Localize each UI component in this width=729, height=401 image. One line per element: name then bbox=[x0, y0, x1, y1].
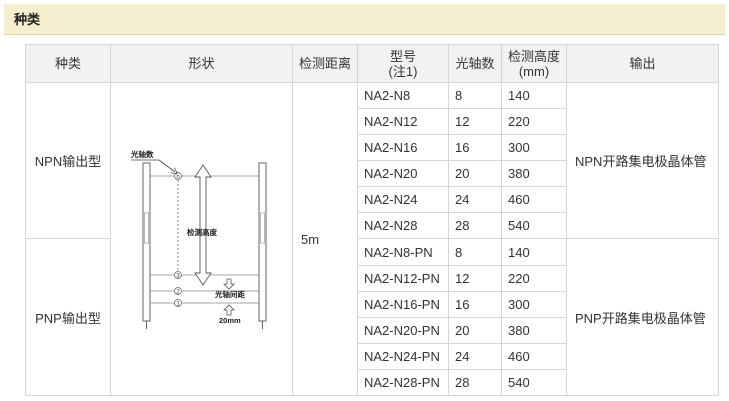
table-row: NA2-N20 20 380 bbox=[26, 160, 719, 187]
axes-cell: 8 bbox=[448, 238, 502, 266]
pitch-arrow-up-icon bbox=[223, 304, 235, 316]
product-type-table: 种类 形状 检测距离 型号(注1) 光轴数 检测高度(mm) 输出 NPN输出型 bbox=[25, 44, 719, 396]
header-kind: 种类 bbox=[25, 44, 111, 83]
header-model-line1: 型号 bbox=[389, 48, 416, 64]
axes-cell: 24 bbox=[448, 343, 502, 370]
axes-cell: 20 bbox=[448, 317, 502, 344]
marker-1-label: 1 bbox=[176, 302, 180, 308]
height-cell: 540 bbox=[501, 212, 567, 239]
model-cell: NA2-N8-PN bbox=[357, 238, 449, 266]
table-row: NA2-N16-PN 16 300 bbox=[26, 291, 719, 318]
kind-pnp: PNP输出型 bbox=[25, 238, 111, 396]
marker-3-label: 3 bbox=[176, 274, 180, 280]
model-cell: NA2-N24 bbox=[357, 186, 449, 213]
label-detection-height: 检测高度 bbox=[187, 227, 217, 237]
shape-diagram-cell: n 3 2 1 光轴数 检测高度 bbox=[110, 82, 293, 396]
header-model-line2: (注1) bbox=[388, 63, 418, 79]
height-cell: 220 bbox=[501, 108, 567, 135]
height-arrow-icon bbox=[194, 164, 212, 286]
table-row: NA2-N24 24 460 bbox=[26, 186, 719, 213]
light-curtain-diagram: n 3 2 1 光轴数 检测高度 bbox=[130, 149, 267, 329]
model-cell: NA2-N12-PN bbox=[357, 265, 449, 292]
right-receiver-bar bbox=[258, 162, 267, 322]
table-row: NA2-N24-PN 24 460 bbox=[26, 343, 719, 370]
output-pnp: PNP开路集电极晶体管 bbox=[566, 238, 719, 396]
left-emitter-bar bbox=[142, 162, 151, 322]
table-row: NA2-N28 28 540 bbox=[26, 212, 719, 239]
axes-cell: 16 bbox=[448, 291, 502, 318]
section-title: 种类 bbox=[4, 4, 725, 35]
model-cell: NA2-N20-PN bbox=[357, 317, 449, 344]
header-height: 检测高度(mm) bbox=[501, 44, 567, 83]
height-cell: 380 bbox=[501, 317, 567, 344]
label-pitch-value: 20mm bbox=[219, 316, 241, 325]
label-axes-count: 光轴数 bbox=[130, 149, 154, 159]
model-cell: NA2-N28-PN bbox=[357, 369, 449, 396]
header-distance: 检测距离 bbox=[292, 44, 358, 83]
height-cell: 220 bbox=[501, 265, 567, 292]
header-height-line2: (mm) bbox=[518, 63, 550, 79]
height-cell: 380 bbox=[501, 160, 567, 187]
axes-cell: 28 bbox=[448, 369, 502, 396]
header-shape: 形状 bbox=[110, 44, 293, 83]
height-cell: 460 bbox=[501, 343, 567, 370]
height-cell: 300 bbox=[501, 134, 567, 161]
header-output: 输出 bbox=[566, 44, 719, 83]
axes-cell: 12 bbox=[448, 108, 502, 135]
header-height-line1: 检测高度 bbox=[507, 48, 560, 64]
distance-value: 5m bbox=[292, 82, 358, 396]
model-cell: NA2-N24-PN bbox=[357, 343, 449, 370]
axes-cell: 24 bbox=[448, 186, 502, 213]
table-row: NPN输出型 bbox=[25, 82, 719, 396]
header-axes: 光轴数 bbox=[448, 44, 502, 83]
kind-npn: NPN输出型 bbox=[25, 82, 111, 239]
model-cell: NA2-N16 bbox=[357, 134, 449, 161]
marker-n-label: n bbox=[176, 175, 179, 181]
axes-cell: 12 bbox=[448, 265, 502, 292]
header-model: 型号(注1) bbox=[357, 44, 449, 83]
table-row: NA2-N12 12 220 bbox=[26, 108, 719, 135]
model-cell: NA2-N8 bbox=[357, 82, 449, 109]
beam-marker-2 bbox=[174, 287, 182, 295]
axes-cell: 20 bbox=[448, 160, 502, 187]
pitch-arrow-down-icon bbox=[223, 278, 235, 290]
height-cell: 140 bbox=[501, 82, 567, 109]
model-cell: NA2-N12 bbox=[357, 108, 449, 135]
table-row: PNP输出型 NA2-N8-PN 8 140 PNP开路集电极晶体管 bbox=[25, 238, 719, 396]
model-cell: NA2-N20 bbox=[357, 160, 449, 187]
marker-2-label: 2 bbox=[176, 290, 180, 296]
height-cell: 460 bbox=[501, 186, 567, 213]
height-cell: 300 bbox=[501, 291, 567, 318]
beam-marker-1 bbox=[174, 299, 182, 307]
axes-cell: 16 bbox=[448, 134, 502, 161]
table-row: NA2-N20-PN 20 380 bbox=[26, 317, 719, 344]
model-cell: NA2-N28 bbox=[357, 212, 449, 239]
model-cell: NA2-N16-PN bbox=[357, 291, 449, 318]
axes-cell: 28 bbox=[448, 212, 502, 239]
height-cell: 540 bbox=[501, 369, 567, 396]
header-row: 种类 形状 检测距离 型号(注1) 光轴数 检测高度(mm) 输出 bbox=[25, 44, 719, 83]
beam-marker-3 bbox=[174, 271, 182, 279]
height-cell: 140 bbox=[501, 238, 567, 266]
axes-cell: 8 bbox=[448, 82, 502, 109]
table-row: NA2-N16 16 300 bbox=[26, 134, 719, 161]
label-pitch: 光轴间距 bbox=[214, 289, 245, 299]
output-npn: NPN开路集电极晶体管 bbox=[566, 82, 719, 239]
table-row: NA2-N28-PN 28 540 bbox=[26, 369, 719, 396]
